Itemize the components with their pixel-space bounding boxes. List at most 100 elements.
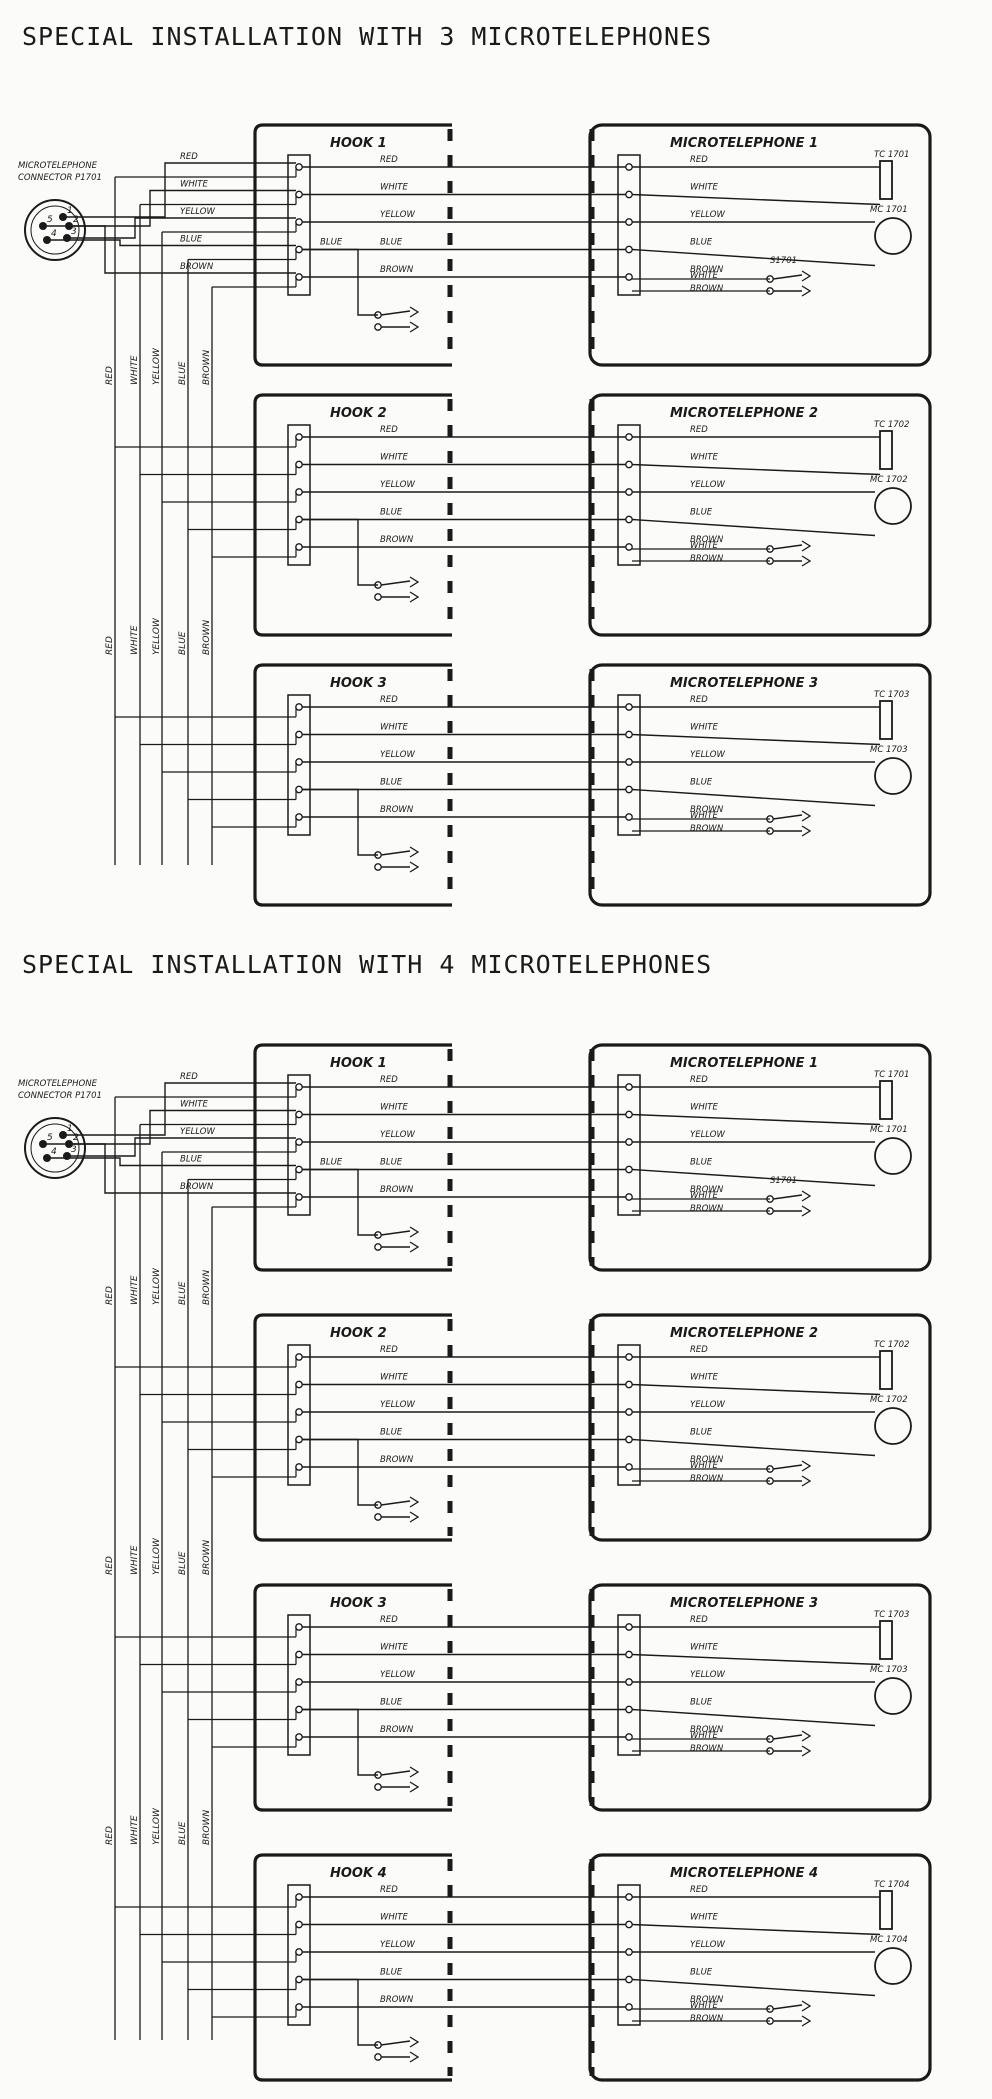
switch-blade [772,814,803,820]
riser-label: RED [105,1286,115,1305]
wire-label: BROWN [380,535,414,545]
switch-arrow [409,576,420,588]
riser-label: BLUE [178,631,188,655]
switch-arrow [801,1745,812,1757]
mt-terminal-strip [617,154,641,296]
hook-box [253,393,452,637]
mt-label: MICROTELEPHONE 2 [670,1326,818,1341]
hook-switch-wire [302,1438,378,1506]
terminal [625,1678,633,1686]
connector-inner [30,1123,80,1173]
wire-label: BLUE [690,508,713,518]
switch-blade [380,580,411,586]
terminal [374,323,382,331]
switch-wire-label: BROWN [690,824,724,834]
wire [631,1923,881,1936]
wire-label: WHITE [180,180,208,190]
pin-number: 4 [51,1147,57,1157]
terminal [625,1623,633,1631]
hook-switch-wire [302,1978,378,2046]
hook-switch-wire [302,788,378,856]
terminal [295,433,303,441]
wire-label: BLUE [380,1968,403,1978]
hook-terminal-strip [287,1344,311,1486]
riser-label: BLUE [178,1281,188,1305]
wire-label: WHITE [690,1373,718,1383]
switch-label: S1701 [770,256,797,266]
terminal [625,460,633,469]
wire-label: YELLOW [180,1127,215,1137]
switch-blade [772,2004,803,2010]
hook-label: HOOK 1 [330,1056,387,1071]
connector-circle [24,1117,86,1179]
wire-label: RED [690,1345,708,1355]
switch-arrow [801,2000,812,2012]
tc-label: TC 1702 [874,420,909,430]
riser-label: YELLOW [152,347,162,385]
terminal [295,1948,303,1956]
terminal [625,1138,633,1146]
mt-terminal-strip [617,694,641,836]
connector-label: MICROTELEPHONE [18,1079,98,1089]
wire-label: WHITE [380,453,408,463]
switch-arrow [409,846,420,858]
wire-label: BROWN [690,1455,724,1465]
terminal [625,245,633,254]
terminal [295,163,303,171]
switch-arrow [801,1190,812,1202]
tc-label: TC 1703 [874,690,909,700]
terminal [295,1165,303,1174]
switch-arrow [801,825,812,837]
connector-label: MICROTELEPHONE [18,161,98,171]
tc-receiver [879,160,893,200]
switch-blade [772,274,803,280]
wire-label: YELLOW [690,1400,725,1410]
mc-microphone [874,757,912,795]
terminal [625,1110,633,1119]
switch-blade [380,2040,411,2046]
riser-label: BROWN [202,1270,212,1305]
switch-arrow [801,810,812,822]
wire-label: WHITE [380,1373,408,1383]
switch-blade [380,310,411,316]
wire-label: RED [180,1072,198,1082]
terminal [625,273,633,281]
switch-arrow [409,1226,420,1238]
hook-label: HOOK 3 [330,1596,387,1611]
switch-wire-label: BROWN [690,1744,724,1754]
terminal [295,730,303,739]
mc-microphone [874,1677,912,1715]
wire-label: WHITE [380,1913,408,1923]
terminal [295,1435,303,1444]
hook-terminal-strip [287,694,311,836]
wire-label: BROWN [180,262,214,272]
riser-label: WHITE [130,355,140,385]
switch-arrow [801,1730,812,1742]
wire-label: BROWN [690,1725,724,1735]
terminal [374,593,382,601]
wire-label: RED [690,1615,708,1625]
connector-wire [69,1109,296,1145]
connector-wire [63,1082,296,1136]
terminal [295,785,303,794]
switch-blade [772,1464,803,1470]
switch-arrow [409,1781,420,1793]
switch-wire-label: WHITE [690,811,718,821]
wire-label: BLUE [320,1158,343,1168]
terminal [295,515,303,524]
terminal [295,813,303,821]
hook-box [253,1313,452,1542]
wire [631,518,876,537]
switch-label: S1701 [770,1176,797,1186]
wire-label: RED [180,152,198,162]
switch-arrow [801,1460,812,1472]
riser-label: BROWN [202,1540,212,1575]
switch-arrow [801,285,812,297]
terminal [625,703,633,711]
wire-label: RED [380,1345,398,1355]
pin-number: 3 [71,1145,77,1155]
terminal [625,1083,633,1091]
